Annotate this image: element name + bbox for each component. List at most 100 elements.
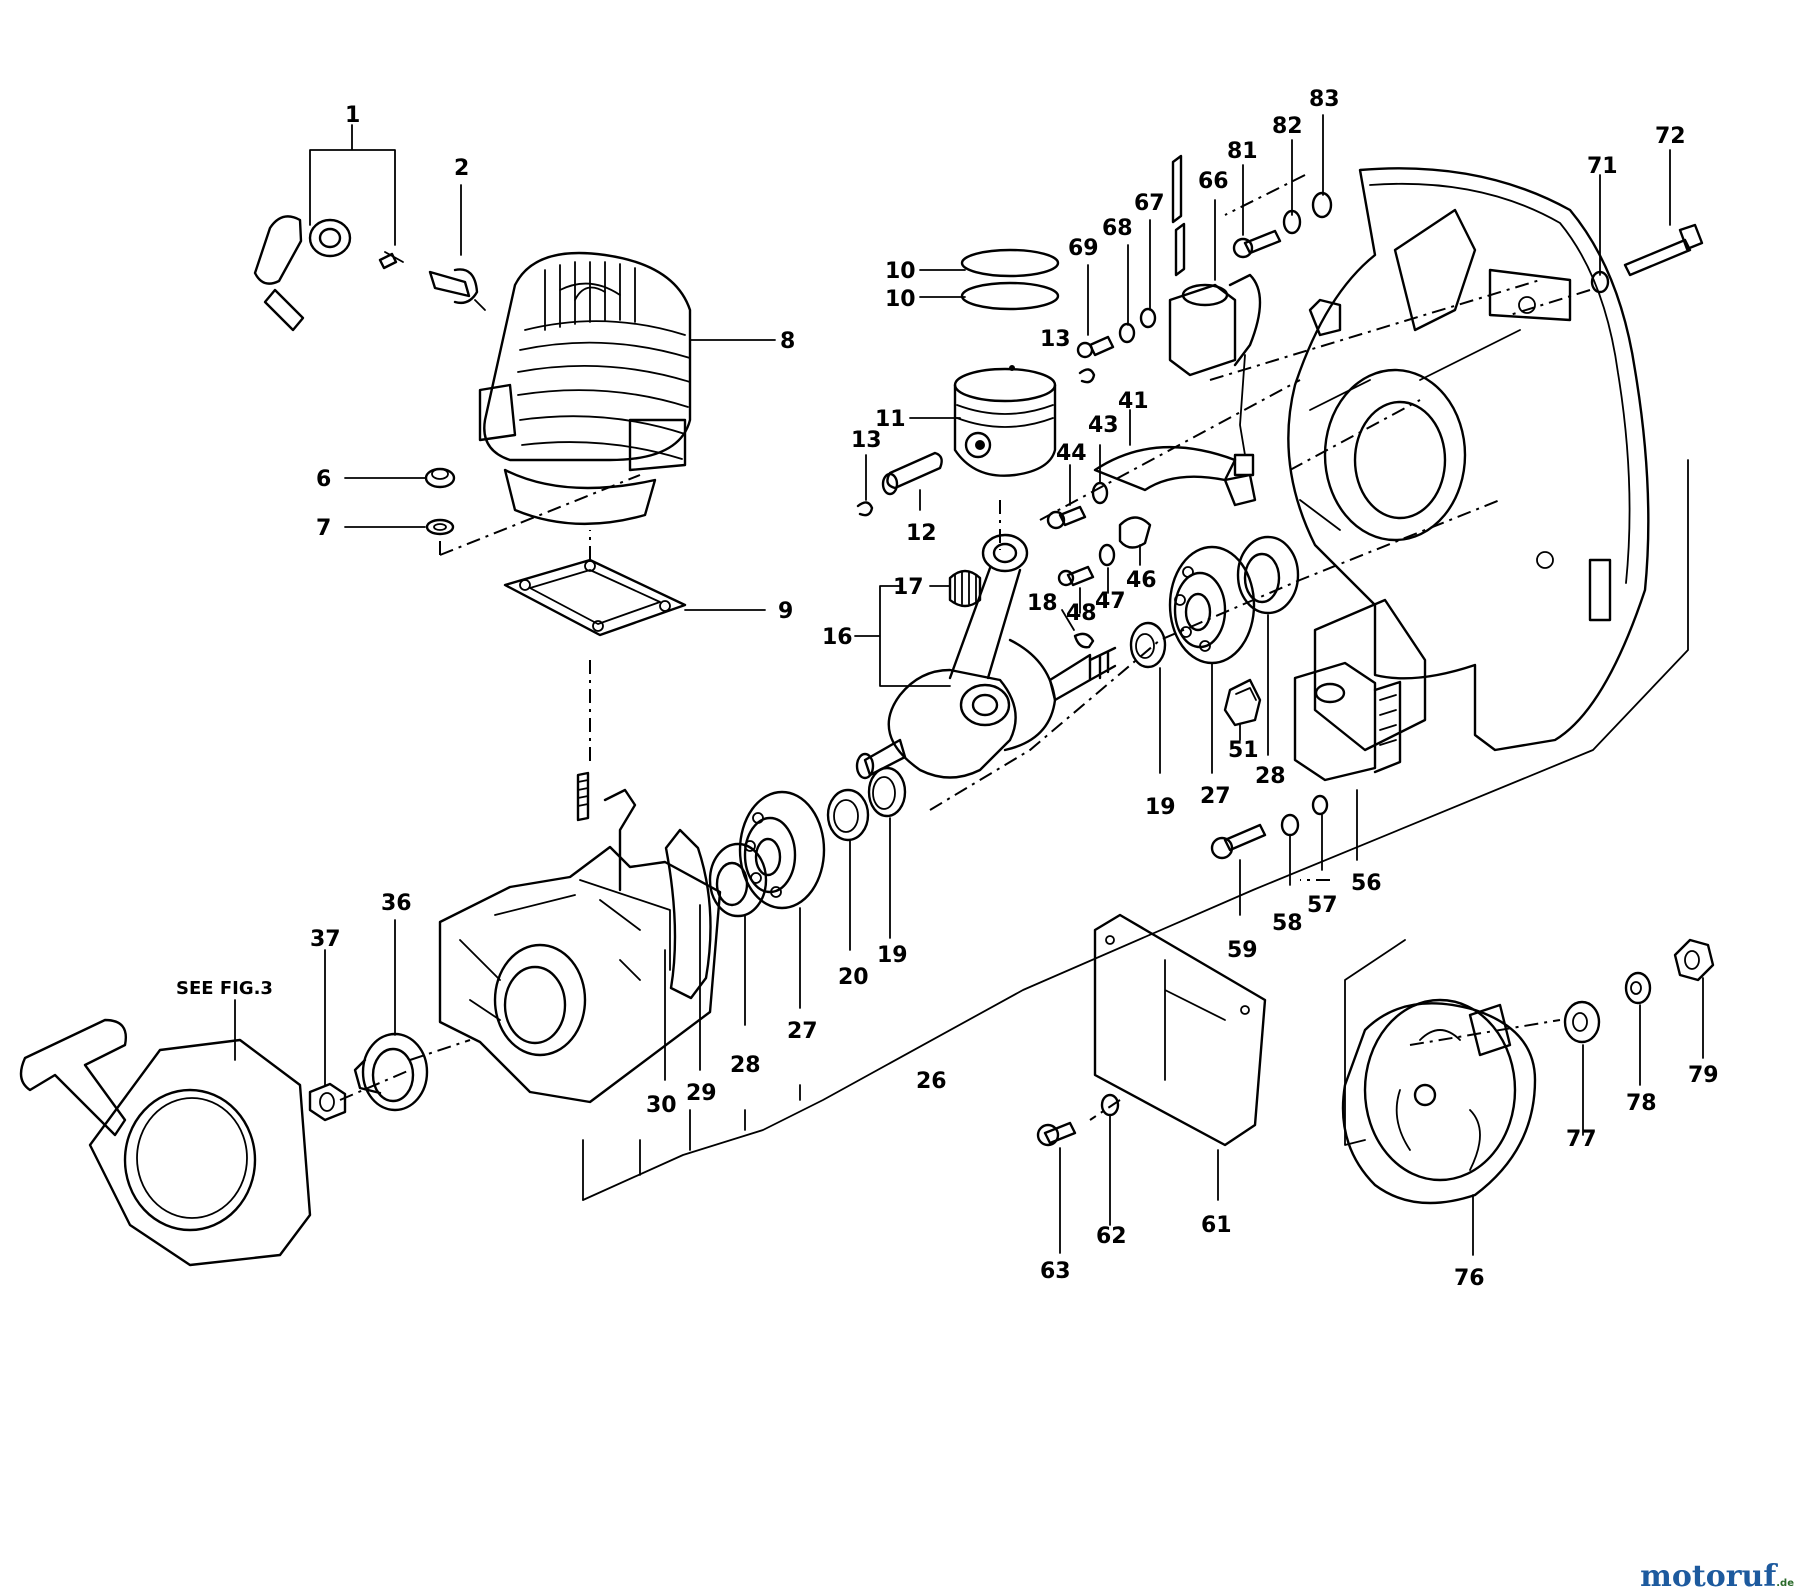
label-20: 20 [838,965,869,990]
ignition-module [1168,154,1262,377]
label-82: 82 [1272,114,1303,139]
cover-41 [1093,446,1257,507]
washer-58 [1280,813,1300,837]
label-59: 59 [1227,938,1258,963]
piston-pin-clip-upper [1078,368,1096,384]
cylinder [478,251,692,526]
label-1: 1 [345,103,360,128]
crankcase-left [438,845,722,1104]
spark-plug [428,268,486,311]
coil-spacer [1223,678,1262,727]
crankcase-gasket [664,828,712,1000]
label-28b: 28 [730,1053,761,1078]
part-labels: 1 2 8 6 7 9 10 10 11 12 13 13 16 17 18 1… [176,87,1719,1291]
label-67: 67 [1134,191,1165,216]
label-27b: 27 [787,1019,818,1044]
label-44: 44 [1056,441,1087,466]
recoil-starter [19,1018,312,1267]
label-2: 2 [454,156,469,181]
main-bearing-right [1168,545,1256,665]
washer-77 [1563,1000,1601,1044]
label-68: 68 [1102,216,1133,241]
label-43: 43 [1088,413,1119,438]
cover-plate [1093,913,1267,1147]
washer-62 [1100,1093,1120,1117]
label-17: 17 [893,575,924,600]
flywheel-nut-starter [308,1082,347,1122]
label-19a: 19 [1145,795,1176,820]
lock-washer-78 [1624,971,1652,1005]
leader-lines [234,114,1704,1256]
label-47: 47 [1095,589,1126,614]
thrust-washer-right [1129,621,1167,669]
label-57: 57 [1307,893,1338,918]
label-10a: 10 [885,259,916,284]
label-78: 78 [1626,1091,1657,1116]
screw-59 [1210,823,1267,860]
dowel-pin [576,771,637,892]
piston-rings [960,248,1060,311]
watermark-suffix: .de [1776,1578,1794,1589]
label-12: 12 [906,521,937,546]
washer-47 [1098,543,1116,567]
bolt-72 [1623,223,1704,277]
washer-57 [1311,794,1329,816]
oil-seal-right [1236,535,1300,615]
washer-43 [1091,481,1109,505]
see-figure-label: SEE FIG.3 [176,978,273,999]
ignition-coil [1293,661,1402,782]
label-58: 58 [1272,911,1303,936]
watermark: motoruf.de [1640,1559,1794,1594]
label-6: 6 [316,467,331,492]
label-8: 8 [780,329,795,354]
label-29: 29 [686,1081,717,1106]
label-69: 69 [1068,236,1099,261]
label-76: 76 [1454,1266,1485,1291]
label-79: 79 [1688,1063,1719,1088]
flywheel [1341,998,1537,1205]
woodruff-key [1073,632,1095,649]
label-27a: 27 [1200,784,1231,809]
label-13b: 13 [1040,327,1071,352]
screw-63 [1036,1121,1077,1147]
label-46: 46 [1126,568,1157,593]
oil-seal-left [708,842,768,918]
screw-81 [1232,229,1282,259]
washer-68 [1118,322,1136,344]
watermark-text: motoruf [1640,1559,1777,1594]
label-10b: 10 [885,287,916,312]
label-18: 18 [1027,591,1058,616]
label-66: 66 [1198,169,1229,194]
spark-plug-cap [253,215,404,332]
washer-67 [1139,307,1157,329]
screw-44 [1046,505,1087,530]
screw-48 [1057,565,1095,587]
label-72: 72 [1655,124,1686,149]
cylinder-nut [424,467,456,489]
label-11: 11 [875,407,906,432]
blower-housing [1287,167,1650,752]
screw-69 [1076,335,1115,359]
label-71: 71 [1587,154,1618,179]
label-37: 37 [310,927,341,952]
piston-pin [881,451,943,496]
piston [953,365,1057,477]
grommet-46 [1118,516,1152,549]
crankshaft-conrod [855,533,1117,780]
cylinder-washer [425,518,455,536]
label-13a: 13 [851,428,882,453]
label-26: 26 [916,1069,947,1094]
label-56: 56 [1351,871,1382,896]
washer-83 [1311,191,1333,219]
label-83: 83 [1309,87,1340,112]
label-7: 7 [316,516,331,541]
label-9: 9 [778,599,793,624]
needle-bearing [948,569,982,608]
label-41: 41 [1118,389,1149,414]
flywheel-nut [1673,938,1715,982]
label-63: 63 [1040,1259,1071,1284]
label-81: 81 [1227,139,1258,164]
spark-wire-clip [1233,354,1255,477]
starter-pulley [353,1032,429,1112]
